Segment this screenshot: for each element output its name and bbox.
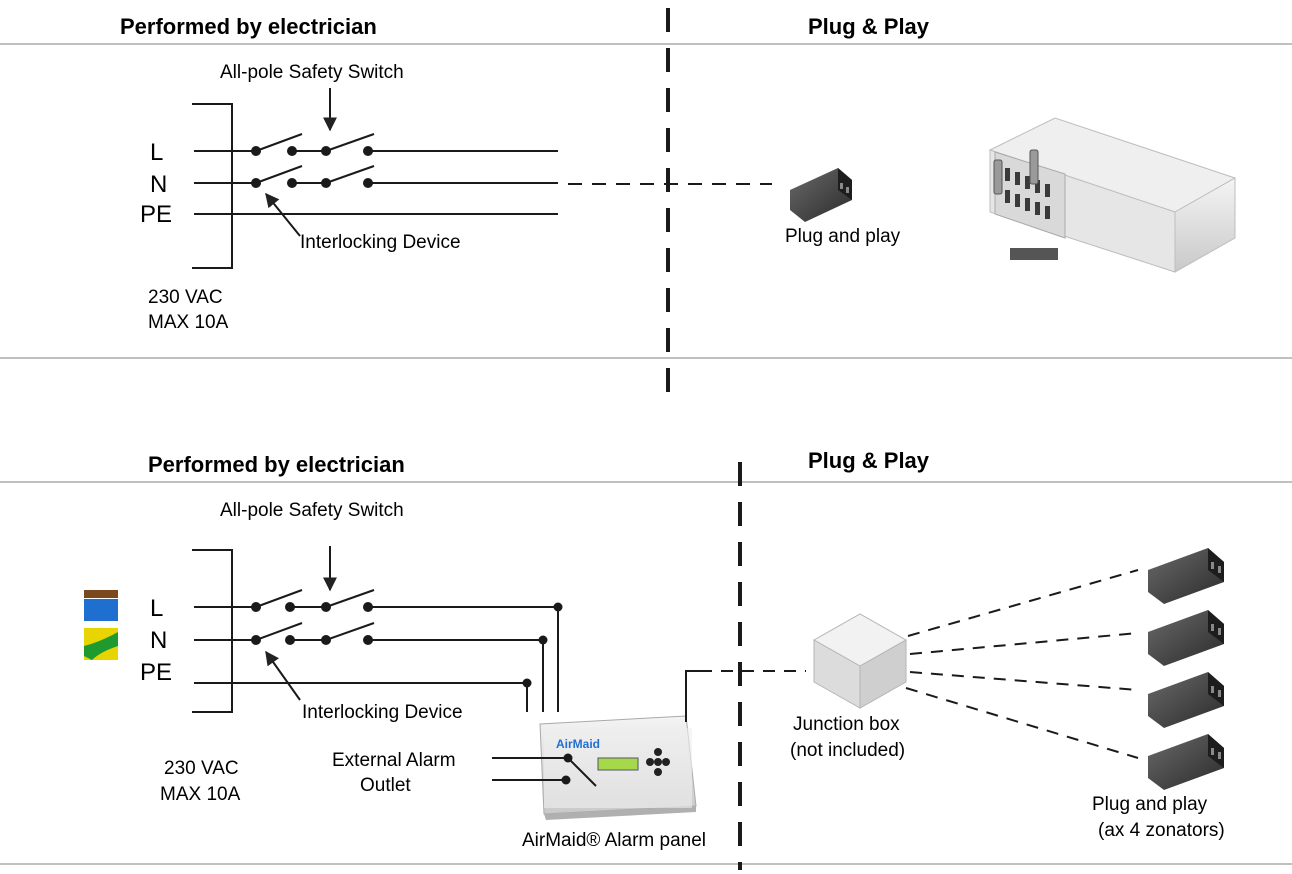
- alarm-panel-icon: AirMaid: [539, 715, 697, 820]
- alarm-outlet-wires: [492, 757, 597, 787]
- junction-box-line1: Junction box: [793, 714, 900, 735]
- blue-wire-swatch: [84, 599, 118, 621]
- top-section: Performed by electrician Plug & Play L N…: [0, 8, 1292, 398]
- bottom-switch-contacts: [251, 602, 563, 688]
- alarm-panel-label: AirMaid® Alarm panel: [522, 830, 706, 851]
- top-interlock-arrow: [265, 192, 301, 237]
- plugs-label-line2: (ax 4 zonators): [1098, 820, 1225, 841]
- panel-output-wire: [685, 670, 700, 722]
- bottom-interlock-label: Interlocking Device: [302, 702, 463, 723]
- bottom-label-L: L: [150, 595, 163, 622]
- top-plug-icon: [790, 168, 852, 222]
- top-label-L: L: [150, 139, 163, 166]
- top-supply-voltage: 230 VAC: [148, 287, 223, 308]
- top-label-PE: PE: [140, 201, 172, 228]
- top-line-N: [194, 165, 558, 184]
- bottom-left-heading: Performed by electrician: [148, 452, 405, 477]
- fanout-dashed-lines: [905, 569, 1139, 759]
- bottom-section: Performed by electrician Plug & Play L N…: [0, 448, 1292, 870]
- top-label-N: N: [150, 171, 167, 198]
- bottom-supply-current: MAX 10A: [160, 784, 241, 805]
- panel-logo: AirMaid: [556, 737, 600, 751]
- top-left-heading: Performed by electrician: [120, 14, 377, 39]
- junction-box-line2: (not included): [790, 740, 905, 761]
- alarm-outlet-line2: Outlet: [360, 775, 411, 796]
- top-switch-contacts: [251, 146, 373, 188]
- bottom-label-PE: PE: [140, 659, 172, 686]
- alarm-outlet-line1: External Alarm: [332, 750, 456, 771]
- wire-colour-swatches: [84, 590, 118, 660]
- bottom-line-L: [194, 589, 559, 712]
- bottom-supply-bracket: [192, 549, 233, 713]
- zonator-plug-icon-3: [1148, 672, 1224, 728]
- bottom-interlock-arrow: [265, 650, 301, 701]
- top-right-heading: Plug & Play: [808, 14, 930, 39]
- top-interlock-label: Interlocking Device: [300, 232, 461, 253]
- bottom-right-heading: Plug & Play: [808, 448, 930, 473]
- zonator-plug-icon-4: [1148, 734, 1224, 790]
- bottom-label-N: N: [150, 627, 167, 654]
- brown-wire-swatch: [84, 590, 118, 598]
- zonator-plug-icon-1: [1148, 548, 1224, 604]
- top-supply-current: MAX 10A: [148, 312, 229, 333]
- junction-box-icon: [812, 613, 908, 709]
- top-switch-label: All-pole Safety Switch: [220, 62, 404, 83]
- plugs-label-line1: Plug and play: [1092, 794, 1208, 815]
- top-plug-label: Plug and play: [785, 226, 901, 247]
- bottom-supply-voltage: 230 VAC: [164, 758, 239, 779]
- zonator-unit-icon: [988, 117, 1237, 273]
- top-line-L: [194, 133, 558, 152]
- top-supply-bracket: [192, 103, 233, 269]
- zonator-plug-icon-2: [1148, 610, 1224, 666]
- bottom-switch-label: All-pole Safety Switch: [220, 500, 404, 521]
